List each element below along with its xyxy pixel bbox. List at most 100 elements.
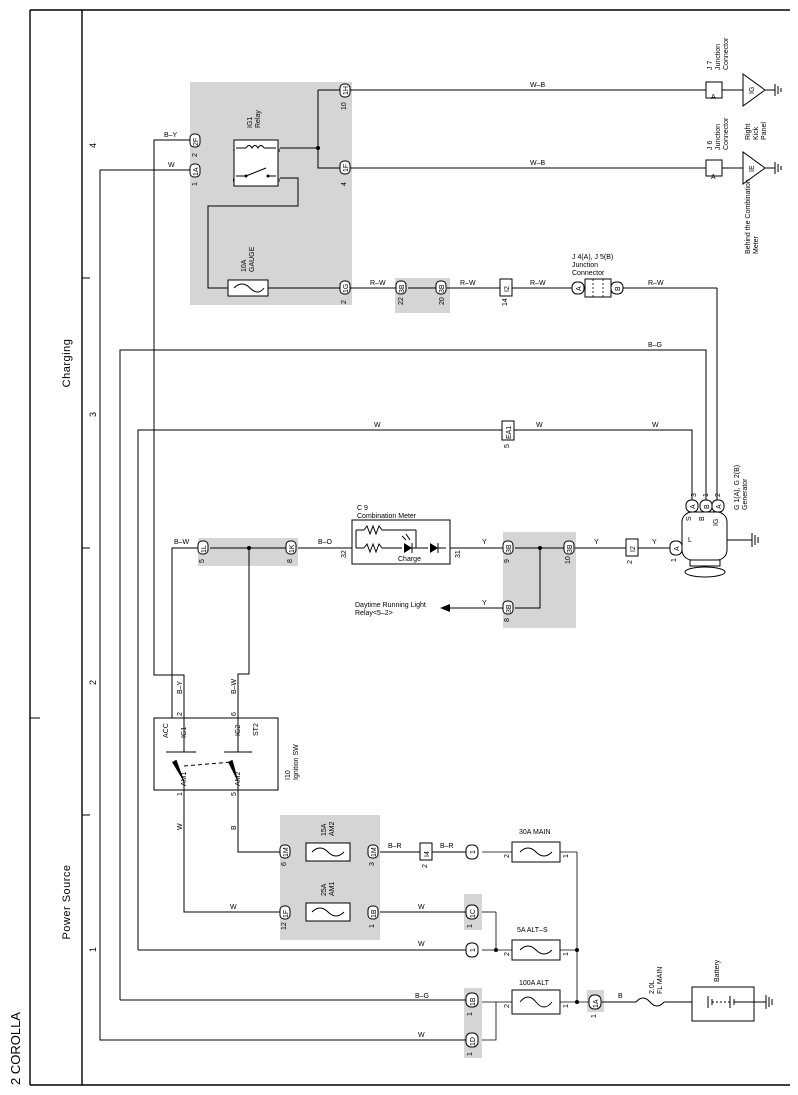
am2-fuse: 15AAM2 bbox=[305, 822, 351, 862]
svg-text:B–O: B–O bbox=[318, 539, 333, 546]
svg-text:1: 1 bbox=[369, 924, 376, 928]
svg-text:1M: 1M bbox=[283, 847, 290, 857]
ignition-sw-label: I10Ignition SW bbox=[285, 744, 300, 780]
svg-text:IE: IE bbox=[749, 165, 756, 172]
svg-text:3: 3 bbox=[369, 862, 376, 866]
svg-text:10: 10 bbox=[341, 102, 348, 110]
svg-text:1: 1 bbox=[563, 952, 570, 956]
svg-text:B–G: B–G bbox=[648, 342, 662, 349]
svg-text:2F: 2F bbox=[193, 138, 200, 146]
svg-text:RightKickPanel: RightKickPanel bbox=[745, 122, 768, 140]
svg-text:W: W bbox=[177, 823, 184, 830]
svg-text:100A ALT: 100A ALT bbox=[519, 980, 550, 987]
svg-text:B: B bbox=[231, 825, 238, 830]
svg-text:1F: 1F bbox=[343, 164, 350, 172]
grid-label-1: 1 bbox=[88, 947, 98, 952]
svg-text:B–G: B–G bbox=[415, 993, 429, 1000]
svg-text:Behind the CombinationMeter: Behind the CombinationMeter bbox=[745, 179, 760, 254]
svg-text:1D: 1D bbox=[470, 1037, 477, 1046]
svg-text:3B: 3B bbox=[506, 544, 513, 553]
svg-text:Charge: Charge bbox=[398, 556, 421, 563]
svg-text:A: A bbox=[716, 504, 723, 509]
svg-text:2: 2 bbox=[422, 864, 429, 868]
svg-text:1B: 1B bbox=[470, 997, 477, 1006]
svg-text:1: 1 bbox=[470, 850, 477, 854]
svg-text:R–W: R–W bbox=[648, 280, 664, 287]
svg-text:9: 9 bbox=[504, 559, 511, 563]
svg-text:3: 3 bbox=[691, 493, 698, 497]
svg-text:W: W bbox=[168, 162, 175, 169]
svg-text:A: A bbox=[576, 286, 583, 291]
svg-text:R–W: R–W bbox=[370, 280, 386, 287]
svg-text:1: 1 bbox=[192, 182, 199, 186]
svg-text:IG2: IG2 bbox=[235, 725, 242, 736]
svg-text:S: S bbox=[686, 516, 693, 521]
svg-text:1H: 1H bbox=[343, 86, 350, 95]
svg-text:R–W: R–W bbox=[460, 280, 476, 287]
svg-text:5A ALT–S: 5A ALT–S bbox=[517, 927, 548, 934]
svg-text:8: 8 bbox=[287, 559, 294, 563]
svg-text:W: W bbox=[418, 1032, 425, 1039]
wire-color-labels: W–B W–B B–Y W R–W R–W R–W R–W B–G W W W … bbox=[164, 82, 664, 1039]
ig1-relay: IG1Relay bbox=[233, 110, 279, 187]
svg-text:2: 2 bbox=[504, 952, 511, 956]
svg-text:A: A bbox=[690, 504, 697, 509]
svg-text:3B: 3B bbox=[567, 544, 574, 553]
svg-text:ACC: ACC bbox=[163, 723, 170, 738]
svg-text:1C: 1C bbox=[470, 909, 477, 918]
junction-block-relay-area bbox=[190, 82, 352, 305]
svg-text:W: W bbox=[230, 904, 237, 911]
svg-text:10: 10 bbox=[565, 556, 572, 564]
junction-dots bbox=[247, 146, 579, 1004]
svg-text:3B: 3B bbox=[439, 284, 446, 293]
j6-connector: J 6JunctionConnector IE Behind the Combi… bbox=[705, 94, 782, 254]
section-charging: Charging bbox=[61, 339, 73, 388]
svg-text:30A MAIN: 30A MAIN bbox=[519, 829, 551, 836]
am1-fuse: 25AAM1 bbox=[305, 882, 351, 922]
svg-text:15AAM2: 15AAM2 bbox=[321, 822, 336, 837]
svg-text:3B: 3B bbox=[399, 284, 406, 293]
svg-text:1G: 1G bbox=[343, 284, 350, 293]
svg-text:A: A bbox=[711, 174, 716, 181]
svg-text:B–R: B–R bbox=[388, 843, 402, 850]
svg-text:R–W: R–W bbox=[530, 280, 546, 287]
svg-text:32: 32 bbox=[341, 550, 348, 558]
svg-text:1L: 1L bbox=[201, 545, 208, 553]
svg-text:B–Y: B–Y bbox=[177, 680, 184, 694]
svg-text:3B: 3B bbox=[506, 604, 513, 613]
svg-text:1A: 1A bbox=[193, 167, 200, 176]
generator: L S B IG G 1(A), G 2(B)Generator bbox=[681, 465, 759, 578]
svg-text:20: 20 bbox=[439, 297, 446, 305]
battery: Battery bbox=[691, 959, 773, 1022]
svg-text:1F: 1F bbox=[283, 910, 290, 918]
ignition-switch: ACC IG1 IG2 ST2 AM1 AM2 I10Ignition SW bbox=[153, 717, 300, 791]
svg-text:12: 12 bbox=[281, 922, 288, 930]
svg-text:4: 4 bbox=[341, 182, 348, 186]
svg-text:B: B bbox=[704, 504, 711, 509]
svg-text:Y: Y bbox=[482, 539, 487, 546]
svg-text:2: 2 bbox=[504, 1004, 511, 1008]
svg-text:1A: 1A bbox=[593, 999, 600, 1008]
alt-fuse: 100A ALT bbox=[511, 980, 561, 1015]
svg-text:IG: IG bbox=[749, 87, 756, 94]
svg-text:1: 1 bbox=[563, 854, 570, 858]
svg-text:IG: IG bbox=[713, 519, 720, 526]
svg-text:IG1: IG1 bbox=[181, 727, 188, 738]
svg-text:31: 31 bbox=[455, 550, 462, 558]
svg-text:Y: Y bbox=[482, 600, 487, 607]
alts-fuse: 5A ALT–S bbox=[511, 927, 561, 961]
grid-label-3: 3 bbox=[88, 412, 98, 417]
svg-text:ST2: ST2 bbox=[253, 723, 260, 736]
gauge-fuse-label: 10AGAUGE bbox=[241, 246, 256, 272]
svg-text:2: 2 bbox=[177, 712, 184, 716]
svg-text:2.0LFL MAIN: 2.0LFL MAIN bbox=[649, 967, 664, 994]
svg-text:1: 1 bbox=[177, 792, 184, 796]
svg-text:B–Y: B–Y bbox=[164, 132, 178, 139]
svg-text:5: 5 bbox=[199, 559, 206, 563]
svg-text:1: 1 bbox=[671, 558, 678, 562]
